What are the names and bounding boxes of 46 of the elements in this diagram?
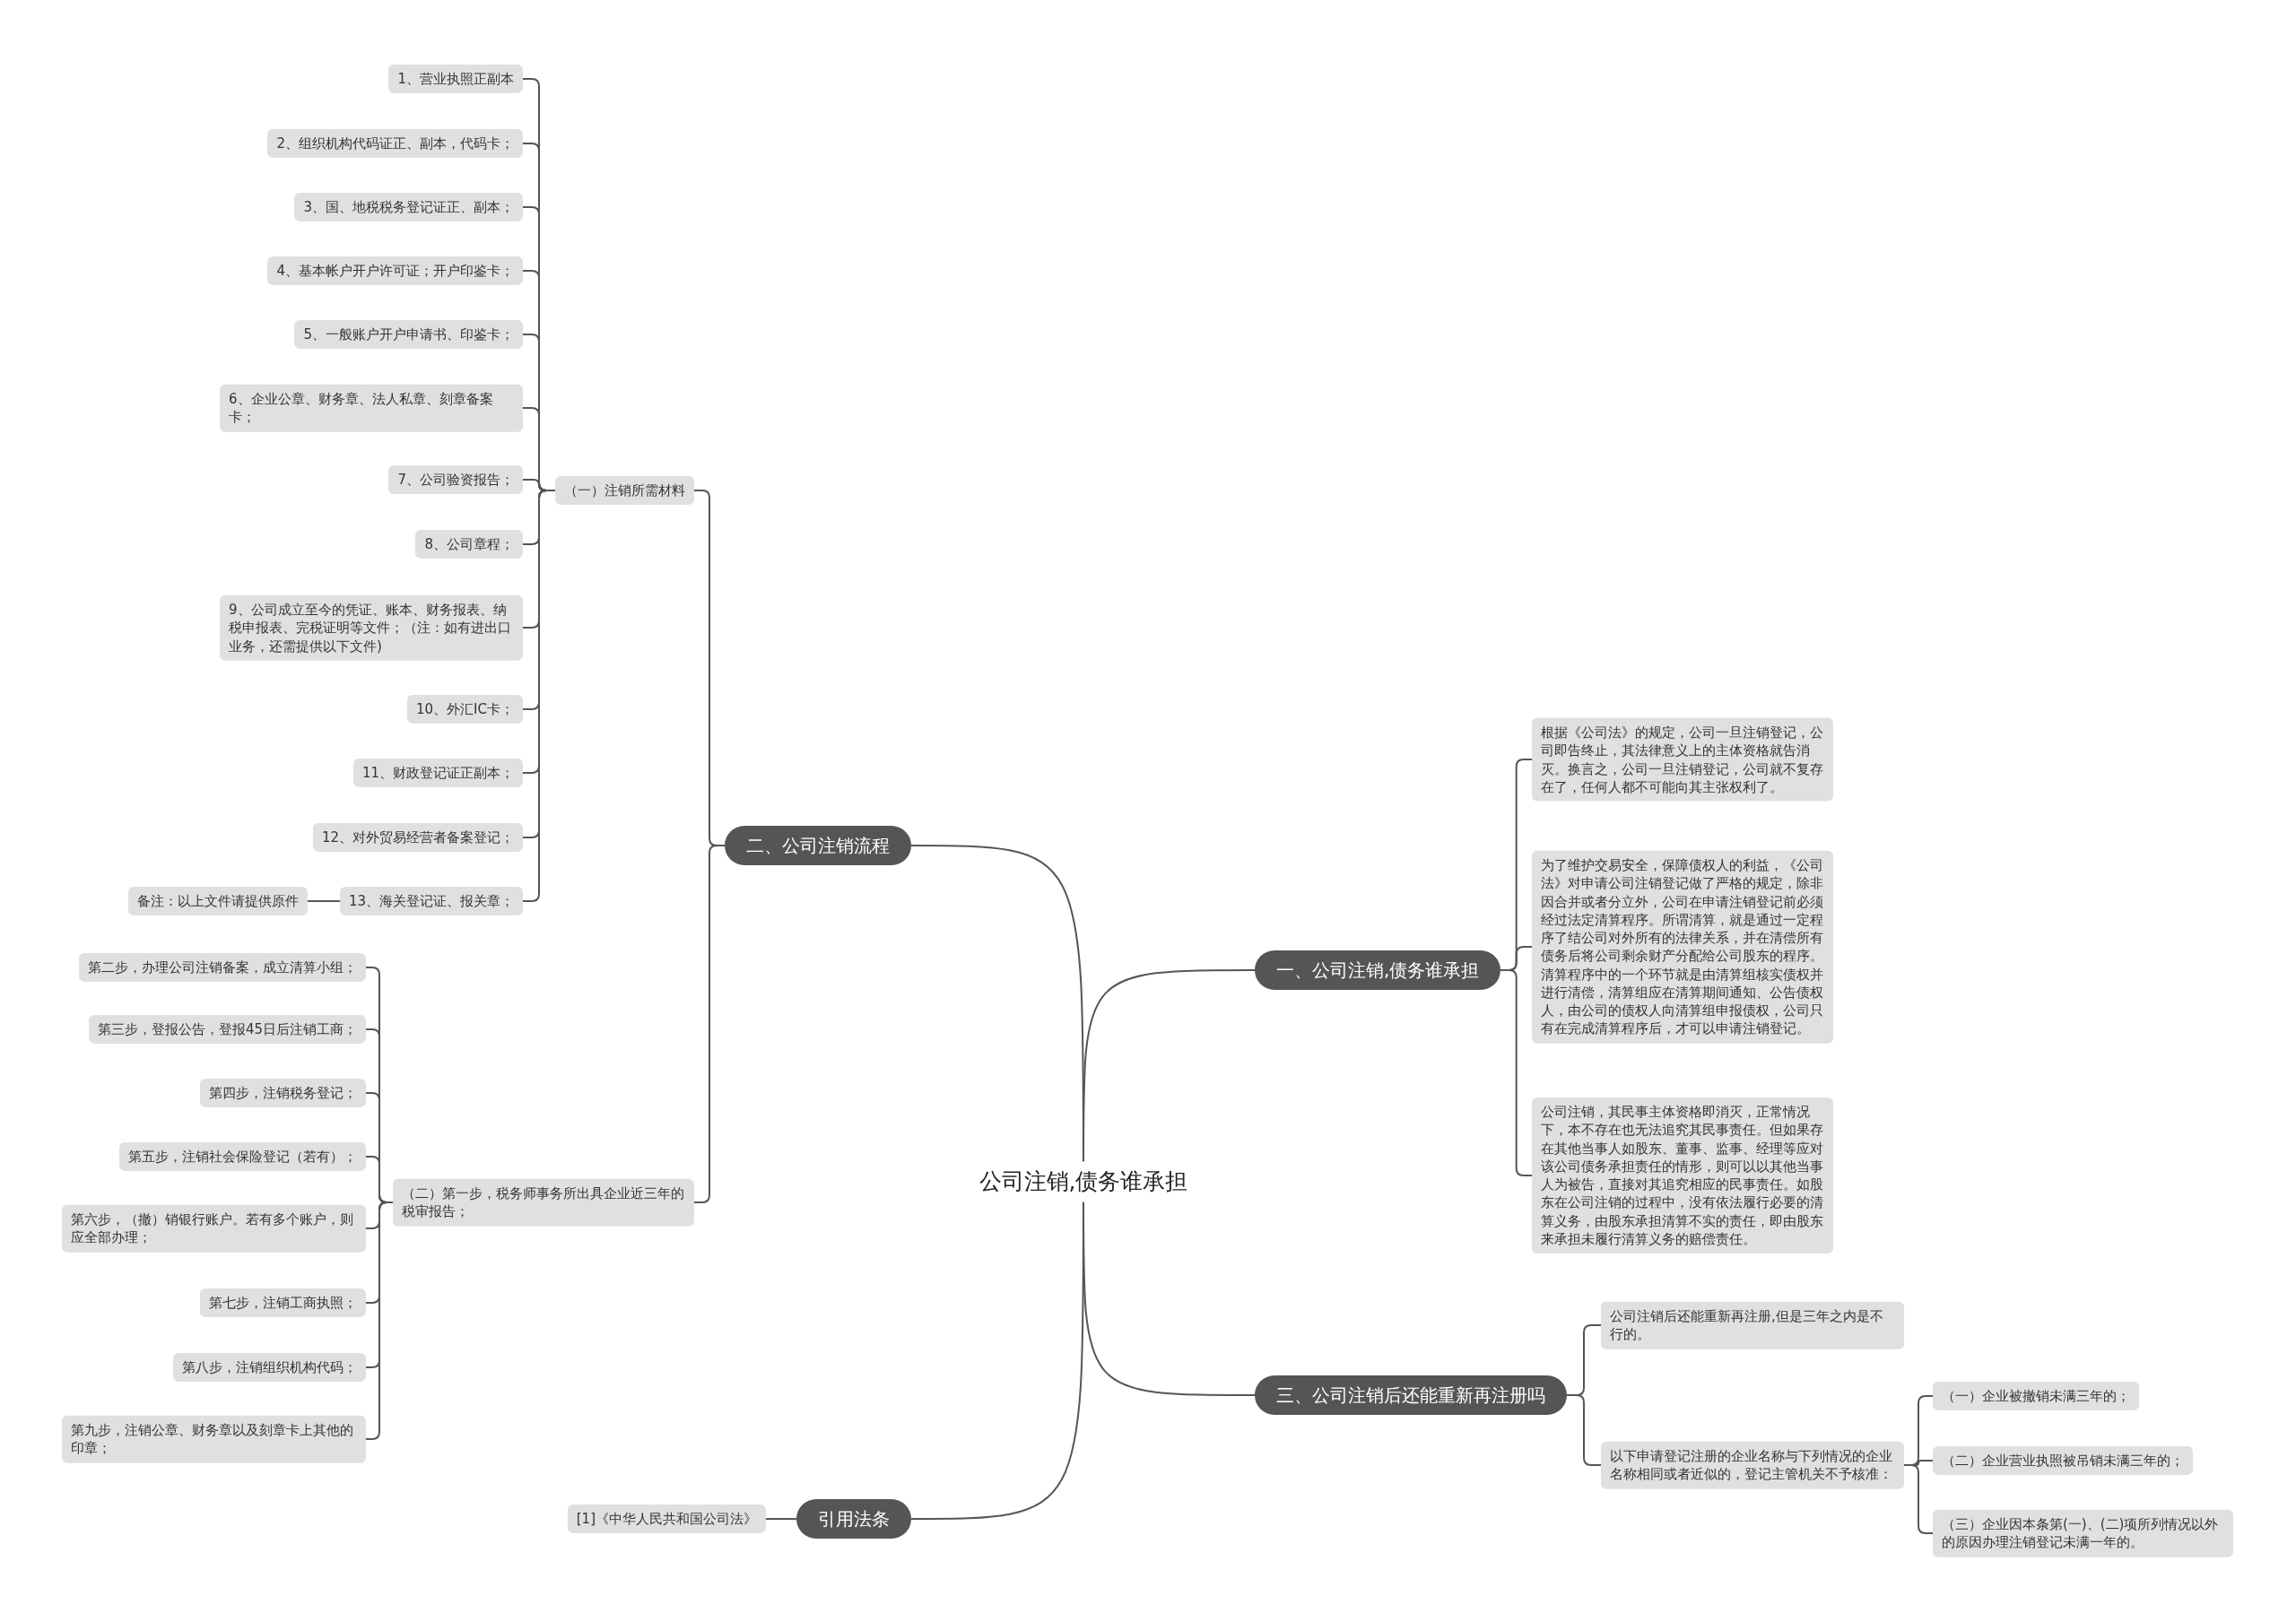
- topic-box: 第四步，注销税务登记；: [200, 1078, 366, 1108]
- topic-box: 12、对外贸易经营者备案登记；: [312, 822, 523, 853]
- branch-topic: 一、公司注销,债务谁承担: [1255, 950, 1501, 990]
- connector-line: [1500, 969, 1533, 1176]
- connector-line: [307, 900, 341, 902]
- topic-box: 第九步，注销公章、财务章以及刻章卡上其他的印章；: [62, 1415, 366, 1463]
- topic-box: （二）第一步，税务师事务所出具企业近三年的税审报告；: [393, 1178, 694, 1227]
- connector-line: [1566, 1394, 1602, 1466]
- branch-topic: 二、公司注销流程: [725, 826, 911, 865]
- topic-box: 13、海关登记证、报关章；: [339, 886, 523, 916]
- topic-box: 7、公司验资报告；: [388, 464, 523, 495]
- topic-box: 公司注销，其民事主体资格即消灭，正常情况下，本不存在也无法追究其民事责任。但如果存在其他当事人如股东、董事、监事、经理等应对该公司债务承担责任的情形，则可以以其他当事人为被告，直接对其追究相应的民事责任。如股东在公司注销的过程中，没有依法履行必要的清算义务，由股东承担清算不实的责任，即由股东来承担未履行清算义务的赔偿责任。: [1532, 1097, 1833, 1253]
- topic-box: 6、企业公章、财务章、法人私章、刻章备案卡；: [220, 384, 523, 432]
- topic-box: 8、公司章程；: [415, 529, 523, 559]
- connector-line: [365, 1201, 394, 1440]
- topic-box: 公司注销后还能重新再注册,但是三年之内是不行的。: [1601, 1301, 1904, 1349]
- connector-line: [1083, 1201, 1256, 1396]
- topic-box: 第三步，登报公告，登报45日后注销工商；: [88, 1014, 366, 1045]
- branch-topic: 引用法条: [796, 1499, 911, 1539]
- topic-box: [1]《中华人民共和国公司法》: [567, 1504, 766, 1534]
- topic-box: 9、公司成立至今的凭证、账本、财务报表、纳税申报表、完税证明等文件；（注：如有进出口业务，还需提供以下文件): [220, 594, 523, 661]
- topic-box: 3、国、地税税务登记证正、副本；: [294, 192, 523, 222]
- connector-line: [765, 1518, 797, 1520]
- topic-box: 第六步，（撤）销银行账户。若有多个账户，则应全部办理；: [62, 1204, 366, 1253]
- connector-line: [1083, 969, 1256, 1163]
- topic-box: 2、组织机构代码证正、副本，代码卡；: [267, 128, 523, 159]
- topic-box: 第二步，办理公司注销备案，成立清算小组；: [79, 952, 366, 983]
- topic-box: （三）企业因本条第(一)、(二)项所列情况以外的原因办理注销登记未满一年的。: [1933, 1509, 2233, 1557]
- topic-box: 1、营业执照正副本: [388, 64, 523, 94]
- topic-box: 5、一般账户开户申请书、印鉴卡；: [294, 319, 523, 350]
- topic-box: （一）注销所需材料: [555, 475, 694, 506]
- connector-line: [1903, 1464, 1934, 1534]
- topic-box: （一）企业被撤销未满三年的；: [1933, 1381, 2139, 1411]
- topic-box: 根据《公司法》的规定，公司一旦注销登记，公司即告终止，其法律意义上的主体资格就告消灭。换言之，公司一旦注销登记，公司就不复存在了，任何人都不可能向其主张权利了。: [1532, 717, 1833, 802]
- topic-box: 备注：以上文件请提供原件: [128, 886, 308, 916]
- topic-box: （二）企业营业执照被吊销未满三年的；: [1933, 1445, 2193, 1476]
- topic-box: 10、外汇IC卡；: [407, 694, 523, 724]
- topic-box: 以下申请登记注册的企业名称与下列情况的企业名称相同或者近似的，登记主管机关不予核准：: [1601, 1441, 1904, 1489]
- branch-topic: 三、公司注销后还能重新再注册吗: [1255, 1375, 1567, 1415]
- topic-box: 第七步，注销工商执照；: [200, 1288, 366, 1318]
- topic-box: 第五步，注销社会保险登记（若有）；: [119, 1141, 366, 1172]
- topic-box: 为了维护交易安全，保障债权人的利益，《公司法》对申请公司注销登记做了严格的规定，除非因合并或者分立外，公司在申请注销登记前必须经过法定清算程序。所谓清算，就是通过一定程序了结公司对外所有的法律关系，并在清偿所有债务后将公司剩余财产分配给公司股东的程序。清算程序中的一个环节就是由清算组核实债权并进行清偿，清算组应在清算期间通知、公告债权人，由公司的债权人向清算组申报债权，公司只有在完成清算程序后，才可以申请注销登记。: [1532, 850, 1833, 1044]
- topic-box: 4、基本帐户开户许可证；开户印鉴卡；: [267, 256, 523, 286]
- topic-box: 第八步，注销组织机构代码；: [173, 1352, 366, 1383]
- topic-box: 11、财政登记证正副本；: [352, 758, 523, 788]
- central-topic: 公司注销,债务谁承担: [968, 1161, 1199, 1202]
